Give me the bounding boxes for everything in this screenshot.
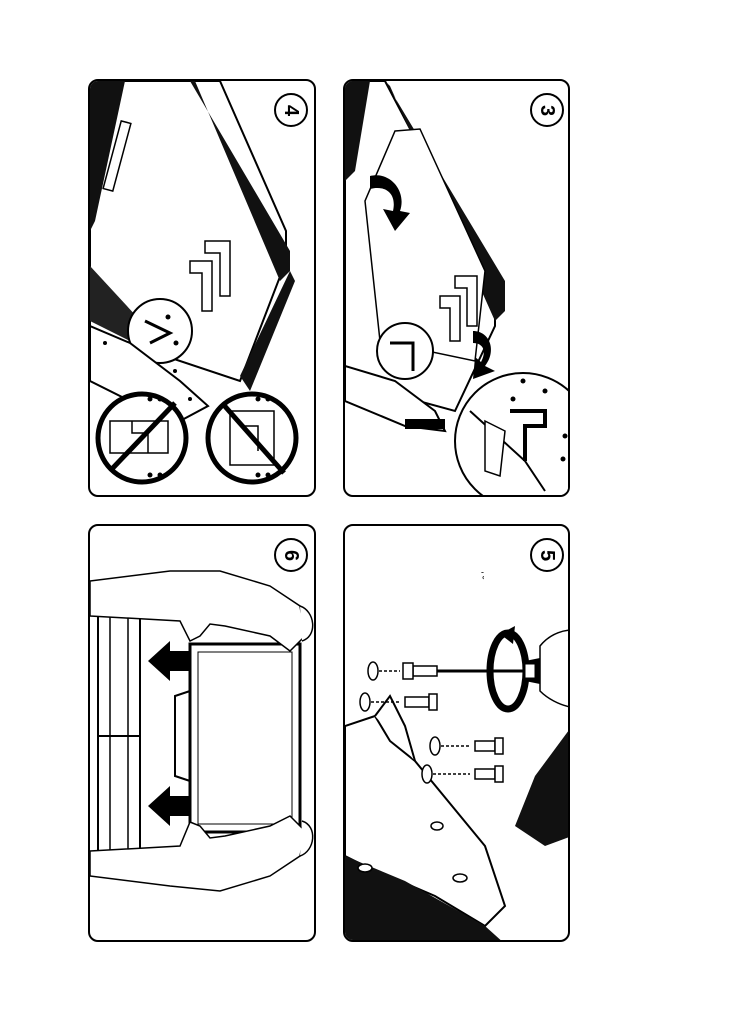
step-number-badge: 6 [274, 538, 308, 572]
small-mark: ' ˘ [474, 571, 485, 579]
step-number: 6 [280, 549, 303, 560]
step-3-panel: 3 [343, 79, 570, 497]
step-6-illustration [90, 526, 316, 942]
step-number: 4 [280, 104, 303, 115]
prohibited-sign-icon [98, 394, 186, 482]
step-5-panel: ' ˘ 5 [343, 524, 570, 942]
step-3-illustration [345, 81, 570, 497]
screw-icon [368, 662, 437, 680]
step-number: 5 [536, 549, 559, 560]
screw-icon [360, 693, 437, 711]
step-5-illustration [345, 526, 570, 942]
step-number-badge: 4 [274, 93, 308, 127]
step-number-badge: 5 [530, 538, 564, 572]
prohibited-sign-icon [208, 394, 296, 482]
step-4-panel: 4 [88, 79, 316, 497]
screw-icon [430, 737, 503, 755]
step-number: 3 [536, 104, 559, 115]
screwdriver-icon [437, 606, 570, 709]
screw-icon [422, 765, 503, 783]
step-6-panel: 6 [88, 524, 316, 942]
step-4-illustration [90, 81, 316, 497]
step-number-badge: 3 [530, 93, 564, 127]
